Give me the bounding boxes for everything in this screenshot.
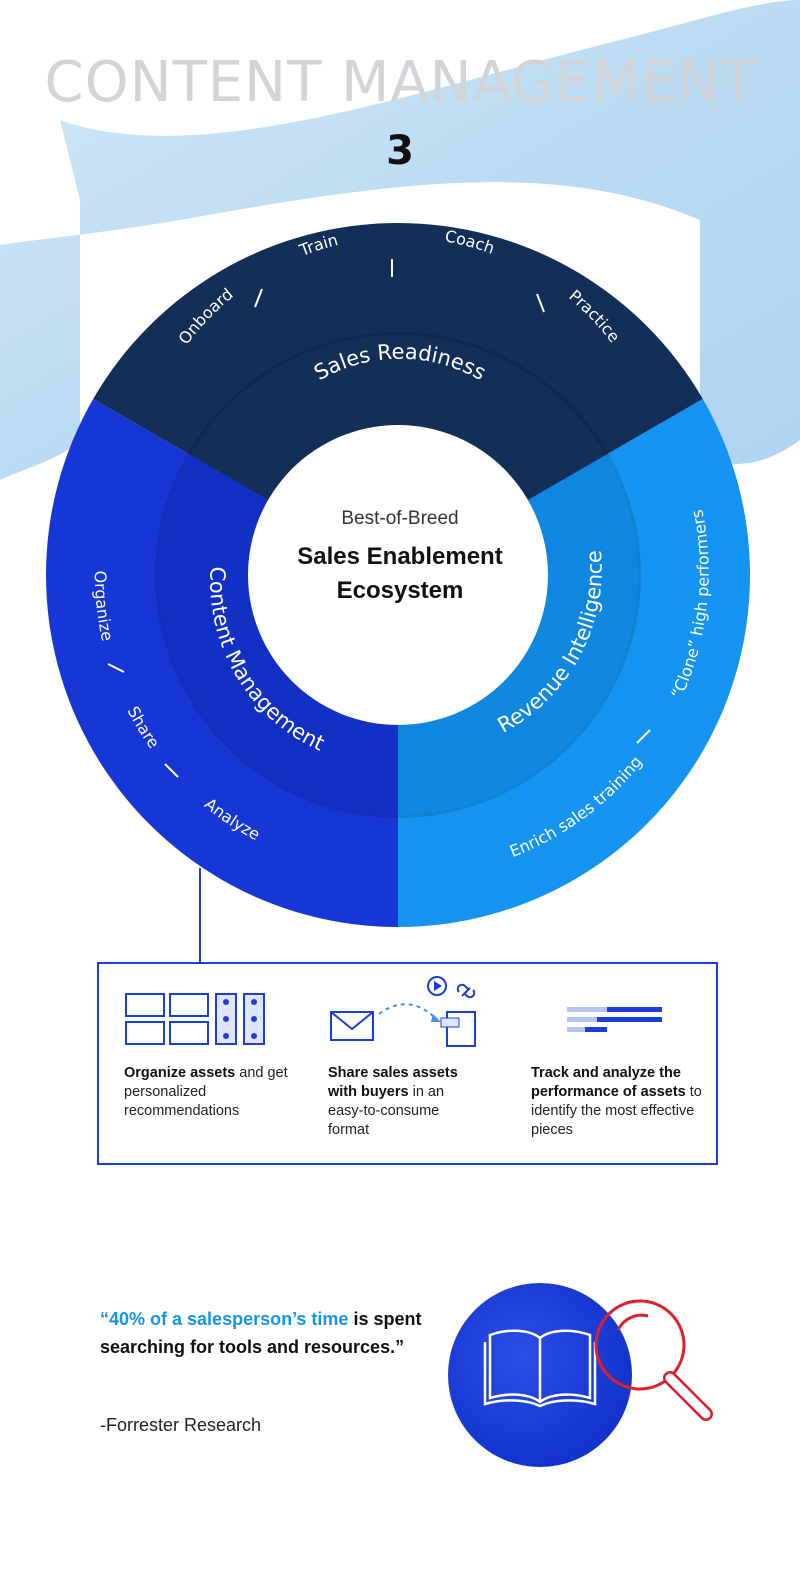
section-number: 3 [386,128,414,174]
quote-rest: is spent searching for tools and resourc… [100,1309,422,1357]
magnifying-glass-icon [594,1299,713,1421]
watercolor-background [0,0,800,480]
wheel-center [248,425,548,725]
info-item-track-rest: to identify the most effective pieces [531,1084,702,1138]
callout-connector [199,868,201,962]
grid-board-icon [125,993,265,1045]
quote-highlight: 40% of a salesperson’s time [109,1309,349,1329]
item-separators [107,259,651,778]
info-item-track: Track and analyze the performance of ass… [531,1064,706,1140]
sales-readiness-inner [190,335,606,500]
open-book-icon [483,1329,597,1408]
bar-analytics-icon [567,1007,662,1032]
book-search-graphic [448,1283,713,1467]
info-item-share-rest: in an easy-to-consume format [328,1084,445,1138]
info-item-organize: Organize assets and get personalized rec… [124,1064,294,1121]
info-item-organize-rest: and get personalized recommendations [124,1065,288,1119]
center-title: Sales Enablement Ecosystem [250,540,550,608]
info-item-share: Share sales assets with buyers in an eas… [328,1064,478,1140]
page-title: CONTENT MANAGEMENT [44,50,756,115]
center-title-line-1: Sales Enablement [297,543,503,570]
content-management-inner [157,455,398,815]
revenue-intelligence-inner [398,455,638,815]
email-share-icon [330,976,476,1047]
quote-open-mark: “ [100,1309,109,1329]
content-management-details: Organize assets and get personalized rec… [97,962,718,1165]
center-subtitle: Best-of-Breed [341,508,459,529]
info-item-share-bold: Share sales assets with buyers [328,1065,458,1100]
info-item-track-bold: Track and analyze the performance of ass… [531,1065,686,1100]
quote-source: -Forrester Research [100,1415,262,1435]
center-title-line-2: Ecosystem [336,577,464,604]
ecosystem-wheel: Sales Readiness Content Management Reven… [45,223,750,927]
info-item-organize-bold: Organize assets [124,1065,236,1081]
stat-quote: “40% of a salesperson’s time is spent se… [100,1305,430,1361]
